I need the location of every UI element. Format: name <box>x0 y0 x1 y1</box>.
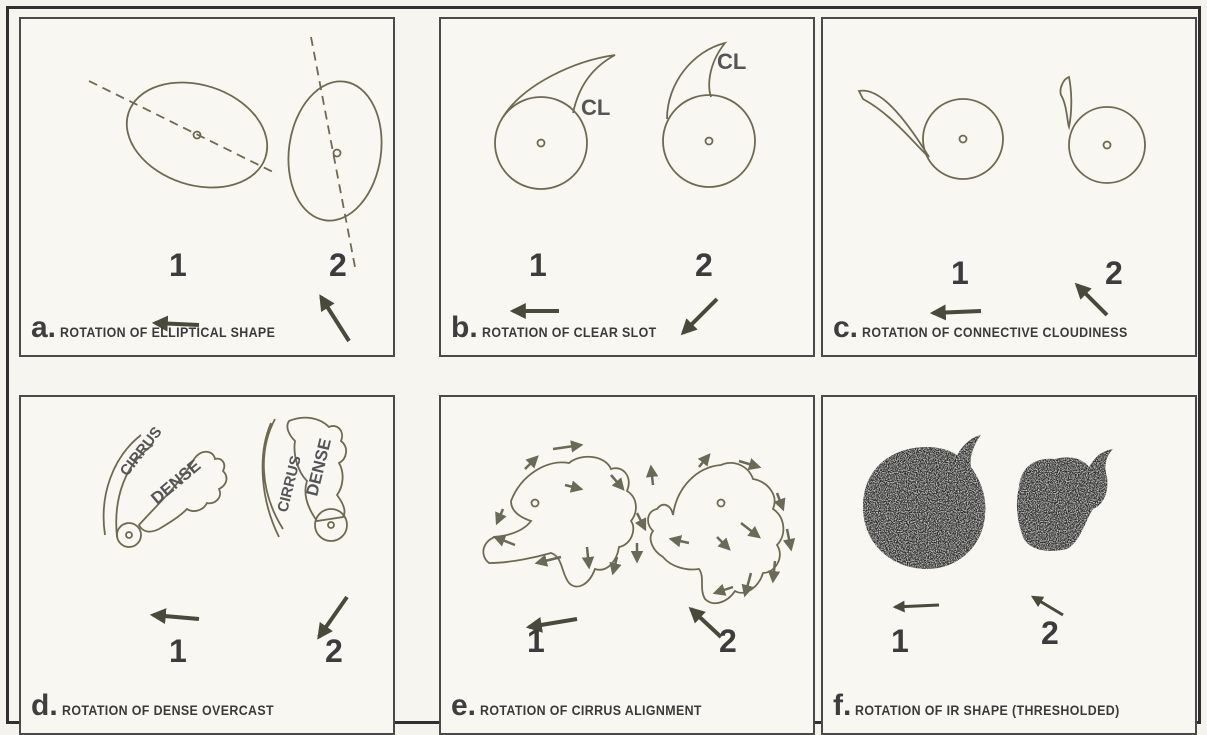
panel-letter: f. <box>833 689 851 723</box>
dense-label-2: DENSE <box>302 437 335 498</box>
vortex-circle-2 <box>1069 107 1145 183</box>
ir-shape-1 <box>863 435 985 569</box>
label-2: 2 <box>719 623 737 660</box>
panel-caption: ROTATION OF CLEAR SLOT <box>482 325 657 340</box>
panel-letter: c. <box>833 311 858 345</box>
panel-d: CIRRUS DENSE CIRRUS DENSE 1 2 d. ROTATIO… <box>19 395 395 735</box>
panel-e: 1 2 e. ROTATION OF CIRRUS ALIGNMENT <box>439 395 815 735</box>
label-1: 1 <box>169 247 187 284</box>
cloud-band-1 <box>859 91 929 157</box>
figure-frame: 1 2 a. ROTATION OF ELLIPTICAL SHAPE CL C… <box>6 6 1201 724</box>
panel-caption: ROTATION OF CIRRUS ALIGNMENT <box>480 703 702 718</box>
label-2: 2 <box>695 247 713 284</box>
motion-arrow-2 <box>319 597 347 637</box>
label-2: 2 <box>1041 615 1059 652</box>
clear-slot-diagram: CL CL <box>441 19 813 355</box>
motion-arrow-2 <box>683 299 717 333</box>
label-1: 1 <box>529 247 547 284</box>
cirrus-alignment-diagram <box>441 397 813 733</box>
cloud-outline-2 <box>648 463 783 603</box>
connective-cloudiness-diagram <box>823 19 1195 355</box>
caption-c: c. ROTATION OF CONNECTIVE CLOUDINESS <box>833 311 1151 345</box>
axis-1 <box>89 81 273 172</box>
clear-slot-label-1: CL <box>581 95 610 120</box>
panel-f: 1 2 f. ROTATION OF IR SHAPE (THRESHOLDED… <box>821 395 1197 735</box>
panel-caption: ROTATION OF DENSE OVERCAST <box>62 703 274 718</box>
panel-caption: ROTATION OF IR SHAPE (THRESHOLDED) <box>855 703 1120 718</box>
panel-letter: b. <box>451 311 478 345</box>
caption-e: e. ROTATION OF CIRRUS ALIGNMENT <box>451 689 721 723</box>
motion-arrow-2 <box>691 609 721 637</box>
motion-arrow-1 <box>153 615 199 619</box>
panel-b: CL CL 1 2 b. ROTATION OF CLEAR SLOT <box>439 17 815 357</box>
cirrus-band-2 <box>263 419 283 537</box>
caption-d: d. ROTATION OF DENSE OVERCAST <box>31 689 292 723</box>
ir-shape-diagram <box>823 397 1195 733</box>
label-1: 1 <box>891 623 909 660</box>
panel-a: 1 2 a. ROTATION OF ELLIPTICAL SHAPE <box>19 17 395 357</box>
panel-letter: a. <box>31 311 56 345</box>
vortex-circle-1 <box>117 523 141 547</box>
panel-caption: ROTATION OF CONNECTIVE CLOUDINESS <box>862 325 1128 340</box>
dense-label-1: DENSE <box>147 456 204 508</box>
caption-b: b. ROTATION OF CLEAR SLOT <box>451 311 671 345</box>
motion-arrow-1 <box>895 605 939 607</box>
motion-arrow-2 <box>1033 597 1063 615</box>
caption-a: a. ROTATION OF ELLIPTICAL SHAPE <box>31 311 294 345</box>
label-2: 2 <box>329 247 347 284</box>
caption-f: f. ROTATION OF IR SHAPE (THRESHOLDED) <box>833 689 1143 723</box>
cirrus-label-2: CIRRUS <box>274 454 304 514</box>
label-1: 1 <box>527 623 545 660</box>
label-1: 1 <box>951 255 969 292</box>
panel-letter: d. <box>31 689 58 723</box>
panel-caption: ROTATION OF ELLIPTICAL SHAPE <box>60 325 275 340</box>
label-2: 2 <box>325 633 343 670</box>
motion-arrow-2 <box>321 297 349 341</box>
vortex-circle-2 <box>315 509 347 541</box>
label-1: 1 <box>169 633 187 670</box>
clear-slot-label-2: CL <box>717 49 746 74</box>
panel-c: 1 2 c. ROTATION OF CONNECTIVE CLOUDINESS <box>821 17 1197 357</box>
label-2: 2 <box>1105 255 1123 292</box>
cloud-band-2 <box>1060 77 1071 127</box>
vortex-circle-2 <box>663 95 755 187</box>
vortex-circle-1 <box>923 99 1003 179</box>
dense-overcast-diagram: CIRRUS DENSE CIRRUS DENSE <box>21 397 393 733</box>
ir-shape-2 <box>1017 449 1113 551</box>
panel-letter: e. <box>451 689 476 723</box>
elliptical-shape-diagram <box>21 19 393 355</box>
